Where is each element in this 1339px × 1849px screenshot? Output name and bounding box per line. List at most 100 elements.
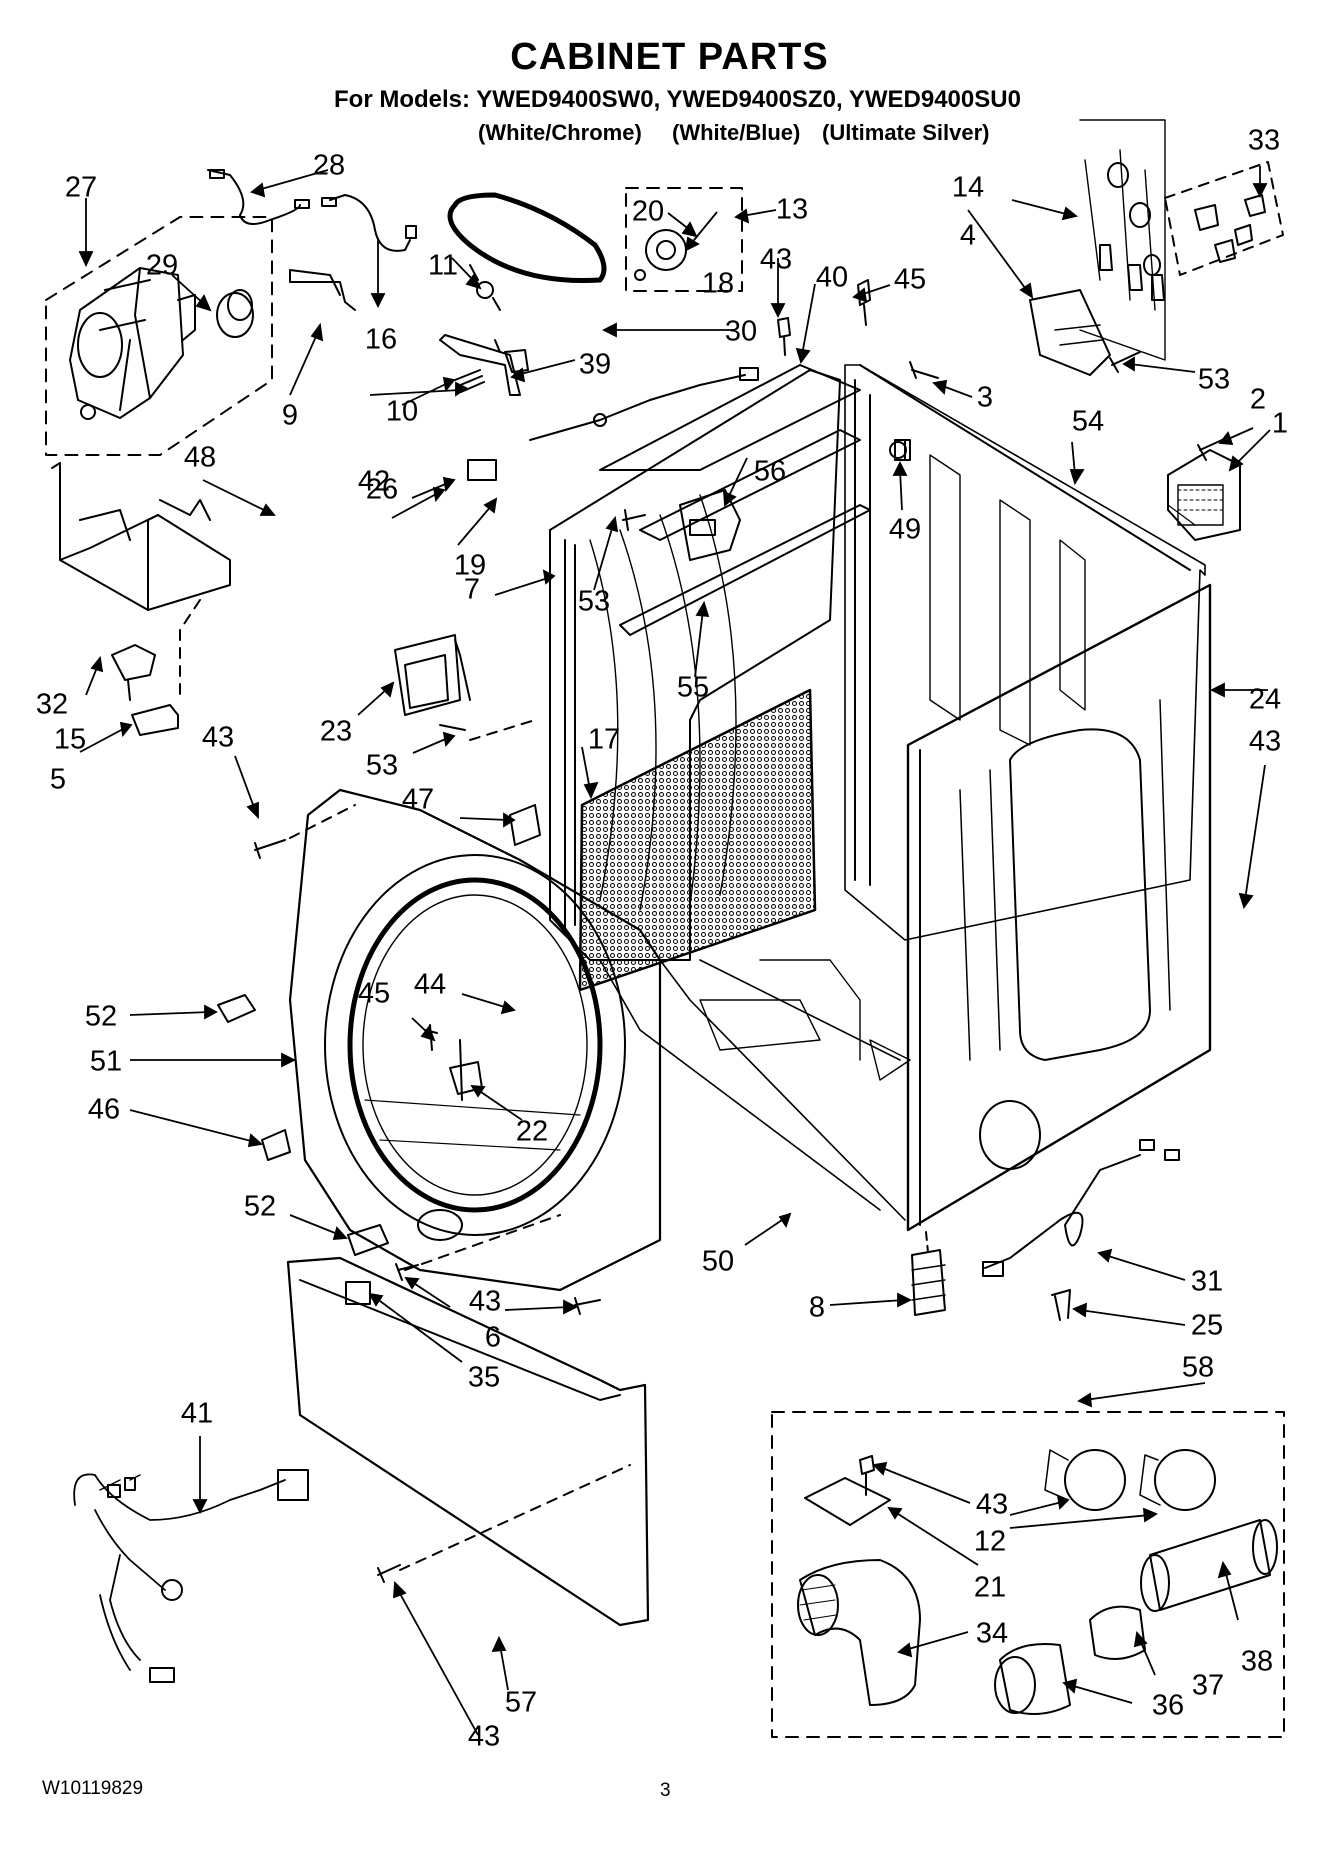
clip-25 [1051,1289,1071,1321]
callout-49: 49 [888,513,922,546]
group-33-box [1164,161,1284,276]
leveling-leg [911,1249,946,1316]
vent-cap-12-right [1154,1449,1216,1511]
screw-43-top [777,317,791,356]
part-14 [1079,119,1166,361]
callout-36: 36 [1151,1689,1185,1722]
callout-32: 32 [35,688,69,721]
clamp-36 [999,1643,1071,1715]
screw-43-bottom [377,1564,401,1583]
part-19 [494,339,529,373]
callout-31: 31 [1190,1265,1224,1298]
callout-1: 1 [1271,407,1289,440]
cabinet-top [599,364,861,471]
callout-58: 58 [1181,1351,1215,1384]
callout-22: 22 [515,1115,549,1148]
part-53-screw-top [622,509,646,531]
screw-45-top [857,279,871,326]
callout-46: 46 [87,1093,121,1126]
idler-bracket [439,334,521,396]
part-1 [1167,449,1241,541]
idler-spring [454,369,485,393]
callout-43-left: 43 [201,721,235,754]
screw-43-left [254,839,286,859]
cover-plate-21 [804,1477,891,1526]
screw-43-kit [859,1455,875,1496]
vent-cap-12-left [1064,1449,1126,1511]
callout-53-mid: 53 [577,585,611,618]
callout-40: 40 [815,261,849,294]
callout-45-top: 45 [893,263,927,296]
callout-50: 50 [701,1245,735,1278]
callout-27: 27 [64,171,98,204]
callout-24: 24 [1248,683,1282,716]
variant-white-blue: (White/Blue) [672,120,801,145]
callout-43-lower: 43 [468,1285,502,1318]
callout-43-bottom: 43 [467,1720,501,1753]
part-49 [894,439,911,461]
callout-17: 17 [587,723,621,756]
part-35 [345,1281,371,1305]
callout-9: 9 [281,399,299,432]
callout-57: 57 [504,1686,538,1719]
callout-34: 34 [975,1617,1009,1650]
callout-33: 33 [1247,124,1281,157]
part-5 [131,704,179,736]
callout-3: 3 [976,381,994,414]
screw-3 [909,361,939,379]
callout-8: 8 [808,1291,826,1324]
part-47 [509,804,541,846]
door-opening [324,854,626,1236]
callout-13: 13 [775,193,809,226]
callout-39: 39 [578,348,612,381]
variant-ultimate-silver: (Ultimate Silver) [822,120,990,145]
screw-43-lower [574,1297,601,1315]
clip-52-lower [347,1224,389,1256]
harness-40 [529,374,746,441]
callout-47: 47 [401,783,435,816]
callout-56: 56 [753,455,787,488]
callout-10: 10 [385,395,419,428]
callout-45-mid: 45 [357,977,391,1010]
wire-28 [207,169,301,225]
callout-14: 14 [951,171,985,204]
motor-group-box [45,216,273,456]
models-line: For Models: YWED9400SW0, YWED9400SZ0, YW… [334,86,1021,113]
callout-11: 11 [427,249,459,282]
callout-21: 21 [973,1571,1007,1604]
callout-28: 28 [312,149,346,182]
callout-52-upper: 52 [84,1000,118,1033]
screw-2 [1197,439,1223,461]
power-cord [984,1154,1141,1269]
callout-29: 29 [145,249,179,282]
callout-20: 20 [631,195,665,228]
callout-6: 6 [484,1321,502,1354]
callout-26: 26 [365,473,399,506]
callout-18: 18 [701,267,735,300]
callout-25: 25 [1190,1309,1224,1342]
callout-55: 55 [676,671,710,704]
callout-54: 54 [1071,405,1105,438]
callout-23: 23 [319,715,353,748]
callout-5: 5 [49,763,67,796]
callout-2: 2 [1249,383,1267,416]
part-15 [111,644,156,701]
callout-12: 12 [973,1525,1007,1558]
callout-44: 44 [413,968,447,1001]
callout-53-right: 53 [1197,363,1231,396]
callout-35: 35 [467,1361,501,1394]
clip-52-upper [217,994,256,1023]
callout-30: 30 [724,315,758,348]
page-number: 3 [660,1780,671,1801]
callout-7: 7 [463,573,481,606]
lint-screen [578,688,817,992]
front-panel [288,788,662,1292]
callout-38: 38 [1240,1645,1274,1678]
motor-clamp [289,269,356,311]
callout-51: 51 [89,1045,123,1078]
elbow-34 [799,1559,921,1706]
terminal-block [394,634,461,716]
clip-46 [261,1129,291,1161]
screw-53-right [1109,351,1141,373]
